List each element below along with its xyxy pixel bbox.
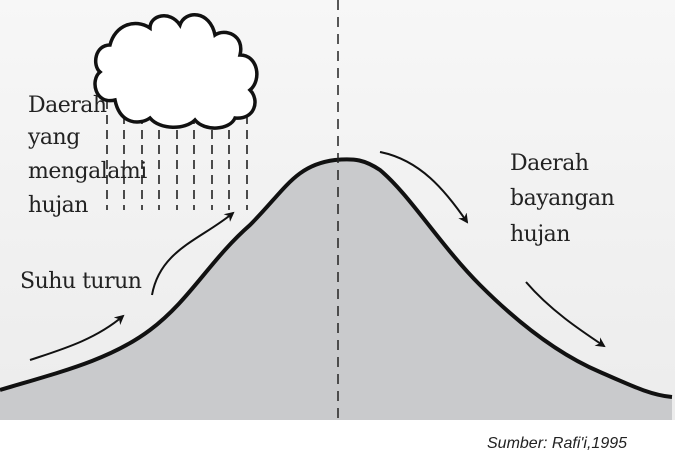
- temperature-label: Suhu turun: [20, 269, 142, 294]
- label-line: hujan: [28, 193, 88, 218]
- wind-arrow-icon: [379, 151, 469, 224]
- label-line: bayangan: [510, 186, 615, 211]
- label-line: hujan: [510, 222, 570, 247]
- mountain: [0, 159, 672, 421]
- rain-area-label: Daerah yang mengalami hujan: [27, 93, 148, 218]
- label-line: yang: [27, 125, 80, 150]
- rain-shadow-label: Daerah bayangan hujan: [510, 151, 615, 247]
- label-line: Daerah: [28, 93, 107, 118]
- wind-arrow-icon: [29, 314, 125, 361]
- wind-arrow-icon: [525, 281, 606, 348]
- cloud-icon: [93, 13, 259, 130]
- wind-arrow-icon: [151, 211, 235, 296]
- label-line: mengalami: [28, 159, 147, 184]
- mountain-outline: [0, 157, 673, 399]
- label-line: Daerah: [510, 151, 589, 176]
- source-caption: Sumber: Rafi'i,1995: [487, 435, 627, 452]
